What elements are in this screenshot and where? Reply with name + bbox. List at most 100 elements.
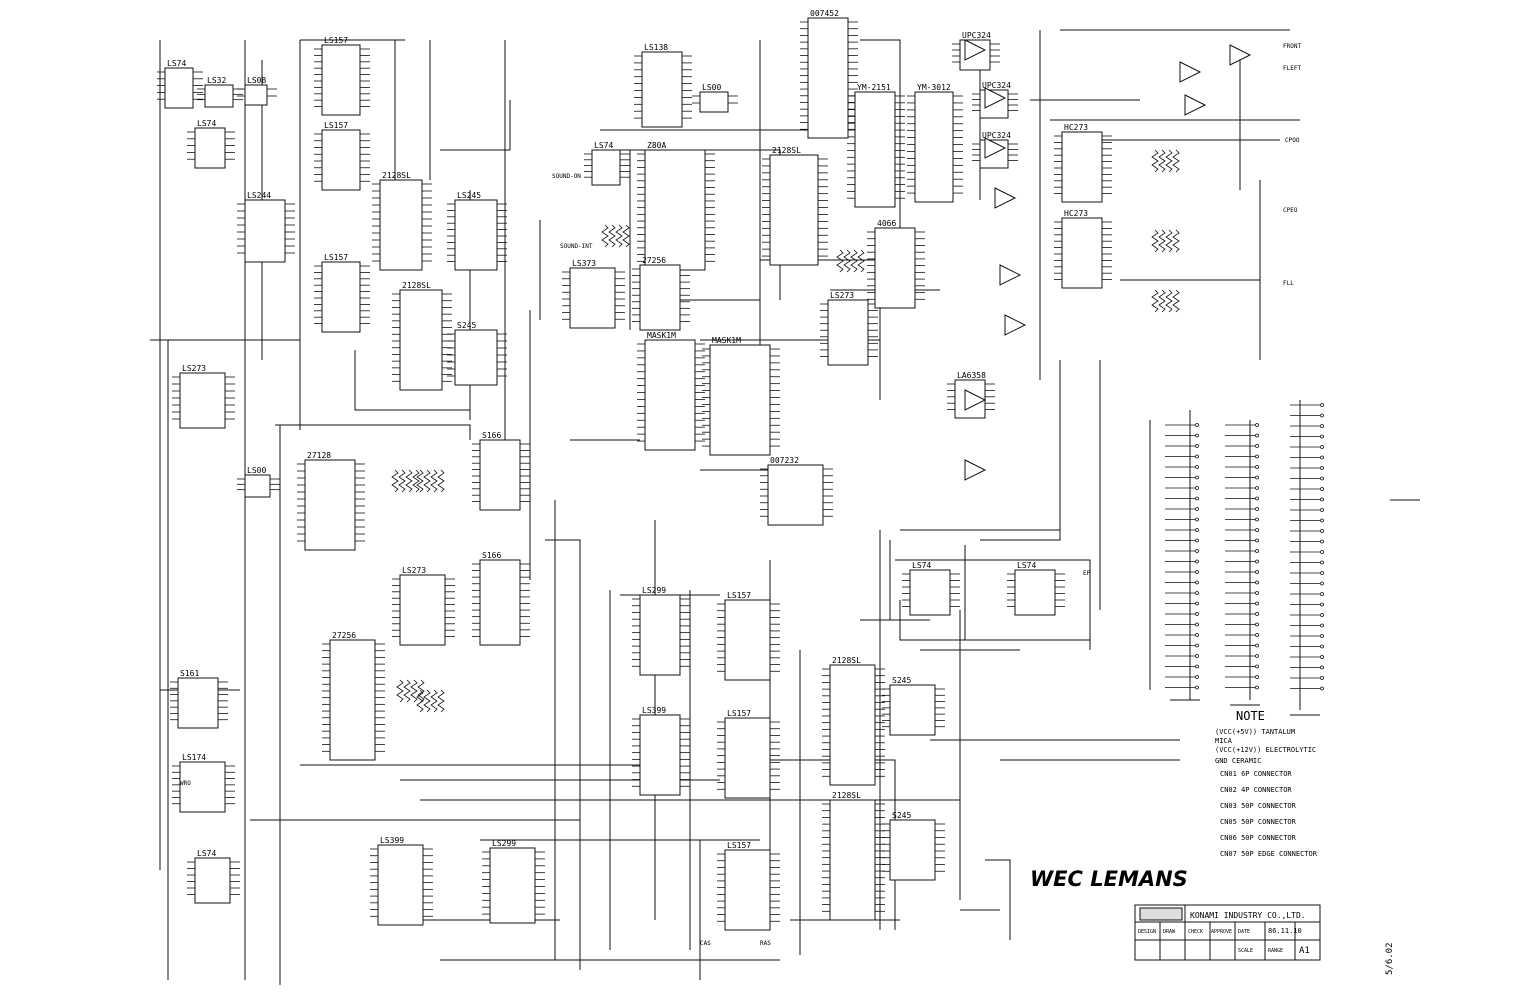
resistor-networks [391, 149, 1180, 713]
chip-label: LS00 [702, 83, 721, 92]
note-line: (VCC(+12V)) ELECTROLYTIC [1215, 746, 1316, 754]
chip-mask1m: MASK1M [709, 336, 771, 456]
chip-label: LS245 [457, 191, 481, 200]
resistor [410, 679, 418, 703]
resistor [1151, 289, 1159, 313]
chip-label: LS08 [247, 76, 266, 85]
chip-label: LS273 [830, 291, 854, 300]
chip-label: 27256 [332, 631, 356, 640]
chip-ls00: LS00 [699, 83, 729, 113]
chip-label: LA6358 [957, 371, 986, 380]
drawing-date: 86.11.10 [1268, 927, 1302, 935]
chip-ls138: LS138 [641, 43, 683, 128]
chip-label: 007452 [810, 9, 839, 18]
chip-label: MASK1M [712, 336, 741, 345]
resistor [430, 469, 438, 493]
note-line: GND CERAMIC [1215, 757, 1261, 765]
resistor [396, 679, 404, 703]
chip-label: LS399 [380, 836, 404, 845]
chip-label: S245 [892, 676, 911, 685]
resistor [857, 249, 865, 273]
board-title: WEC LEMANS [1030, 867, 1188, 891]
chip-label: 4066 [877, 219, 896, 228]
chip-ls74: LS74 [1014, 561, 1056, 616]
chip-label: 2128SL [382, 171, 411, 180]
chip-label: S161 [180, 669, 199, 678]
resistor [398, 469, 406, 493]
chip-mask1m: MASK1M [644, 331, 696, 451]
chip-27256: 27256 [639, 256, 681, 331]
chip-label: LS74 [197, 119, 216, 128]
resistor [417, 679, 425, 703]
resistor [843, 249, 851, 273]
resistor [1172, 149, 1180, 173]
chip-z80a: Z80A [644, 141, 706, 271]
chip-label: LS174 [182, 753, 206, 762]
chip-ls373: LS373 [569, 259, 616, 329]
resistor [405, 469, 413, 493]
signal-label: EP [1083, 570, 1091, 577]
chip-ls273: LS273 [827, 291, 869, 366]
resistor [1165, 229, 1173, 253]
resistor [836, 249, 844, 273]
chip-label: LS74 [1017, 561, 1036, 570]
connector-ladders [1165, 403, 1324, 691]
resistor [1158, 229, 1166, 253]
note-connector: CN06 50P CONNECTOR [1220, 834, 1297, 842]
chip-label: LS74 [594, 141, 613, 150]
chip-007452: 007452 [807, 9, 849, 139]
chip-ls32: LS32 [204, 76, 234, 108]
chip-ls74: LS74 [591, 141, 621, 186]
note-line: MICA [1215, 737, 1233, 745]
signal-label: SOUND-INT [560, 243, 593, 250]
signal-label: CPEO [1283, 207, 1298, 214]
resistor [430, 689, 438, 713]
chip-2128sl: 2128SL [829, 656, 876, 786]
edge-mark: 5/6.02 [1385, 942, 1395, 975]
chip-ls08: LS08 [244, 76, 268, 106]
chip-ls174: LS174 [179, 753, 226, 813]
resistor [622, 224, 630, 248]
pin-stubs [157, 21, 1112, 922]
chip-ls273: LS273 [179, 364, 226, 429]
signal-label: SOUND-ON [552, 173, 581, 180]
chip-ls157: LS157 [724, 591, 771, 681]
sheet-id: A1 [1299, 946, 1310, 956]
chip-s245: S245 [454, 321, 498, 386]
chip-label: S166 [482, 551, 501, 560]
chip-label: LS157 [324, 121, 348, 130]
chip-27128: 27128 [304, 451, 356, 551]
title-label: DRAW [1163, 929, 1176, 935]
resistor [437, 469, 445, 493]
chip-label: 2128SL [832, 791, 861, 800]
chip-label: 2128SL [832, 656, 861, 665]
chip-s161: S161 [177, 669, 219, 729]
signal-label: CAS [700, 940, 711, 947]
title-label: SCALE [1238, 948, 1253, 954]
resistor [1158, 289, 1166, 313]
chip-label: HC273 [1064, 123, 1088, 132]
chip-ls157: LS157 [321, 121, 361, 191]
chip-ls157: LS157 [724, 709, 771, 799]
chip-4066: 4066 [874, 219, 916, 309]
chip-label: LS32 [207, 76, 226, 85]
chip-label: 27128 [307, 451, 331, 460]
resistor [1165, 149, 1173, 173]
chip-hc273: HC273 [1061, 209, 1103, 289]
signal-label: CPOO [1285, 137, 1300, 144]
chip-ls299: LS299 [489, 839, 536, 924]
signal-label: FLL [1283, 280, 1294, 287]
chip-label: S166 [482, 431, 501, 440]
signal-label: FRONT [1283, 43, 1301, 50]
signal-label: WRO [180, 780, 191, 787]
title-label: CHECK [1188, 929, 1203, 935]
chip-ls157: LS157 [724, 841, 771, 931]
chip-label: LS373 [572, 259, 596, 268]
chip-label: LS299 [642, 586, 666, 595]
note-connector: CN05 50P CONNECTOR [1220, 818, 1297, 826]
chip-label: LS157 [727, 709, 751, 718]
resistor [403, 679, 411, 703]
chip-label: LS273 [182, 364, 206, 373]
company-name: KONAMI INDUSTRY CO.,LTD. [1190, 911, 1306, 920]
